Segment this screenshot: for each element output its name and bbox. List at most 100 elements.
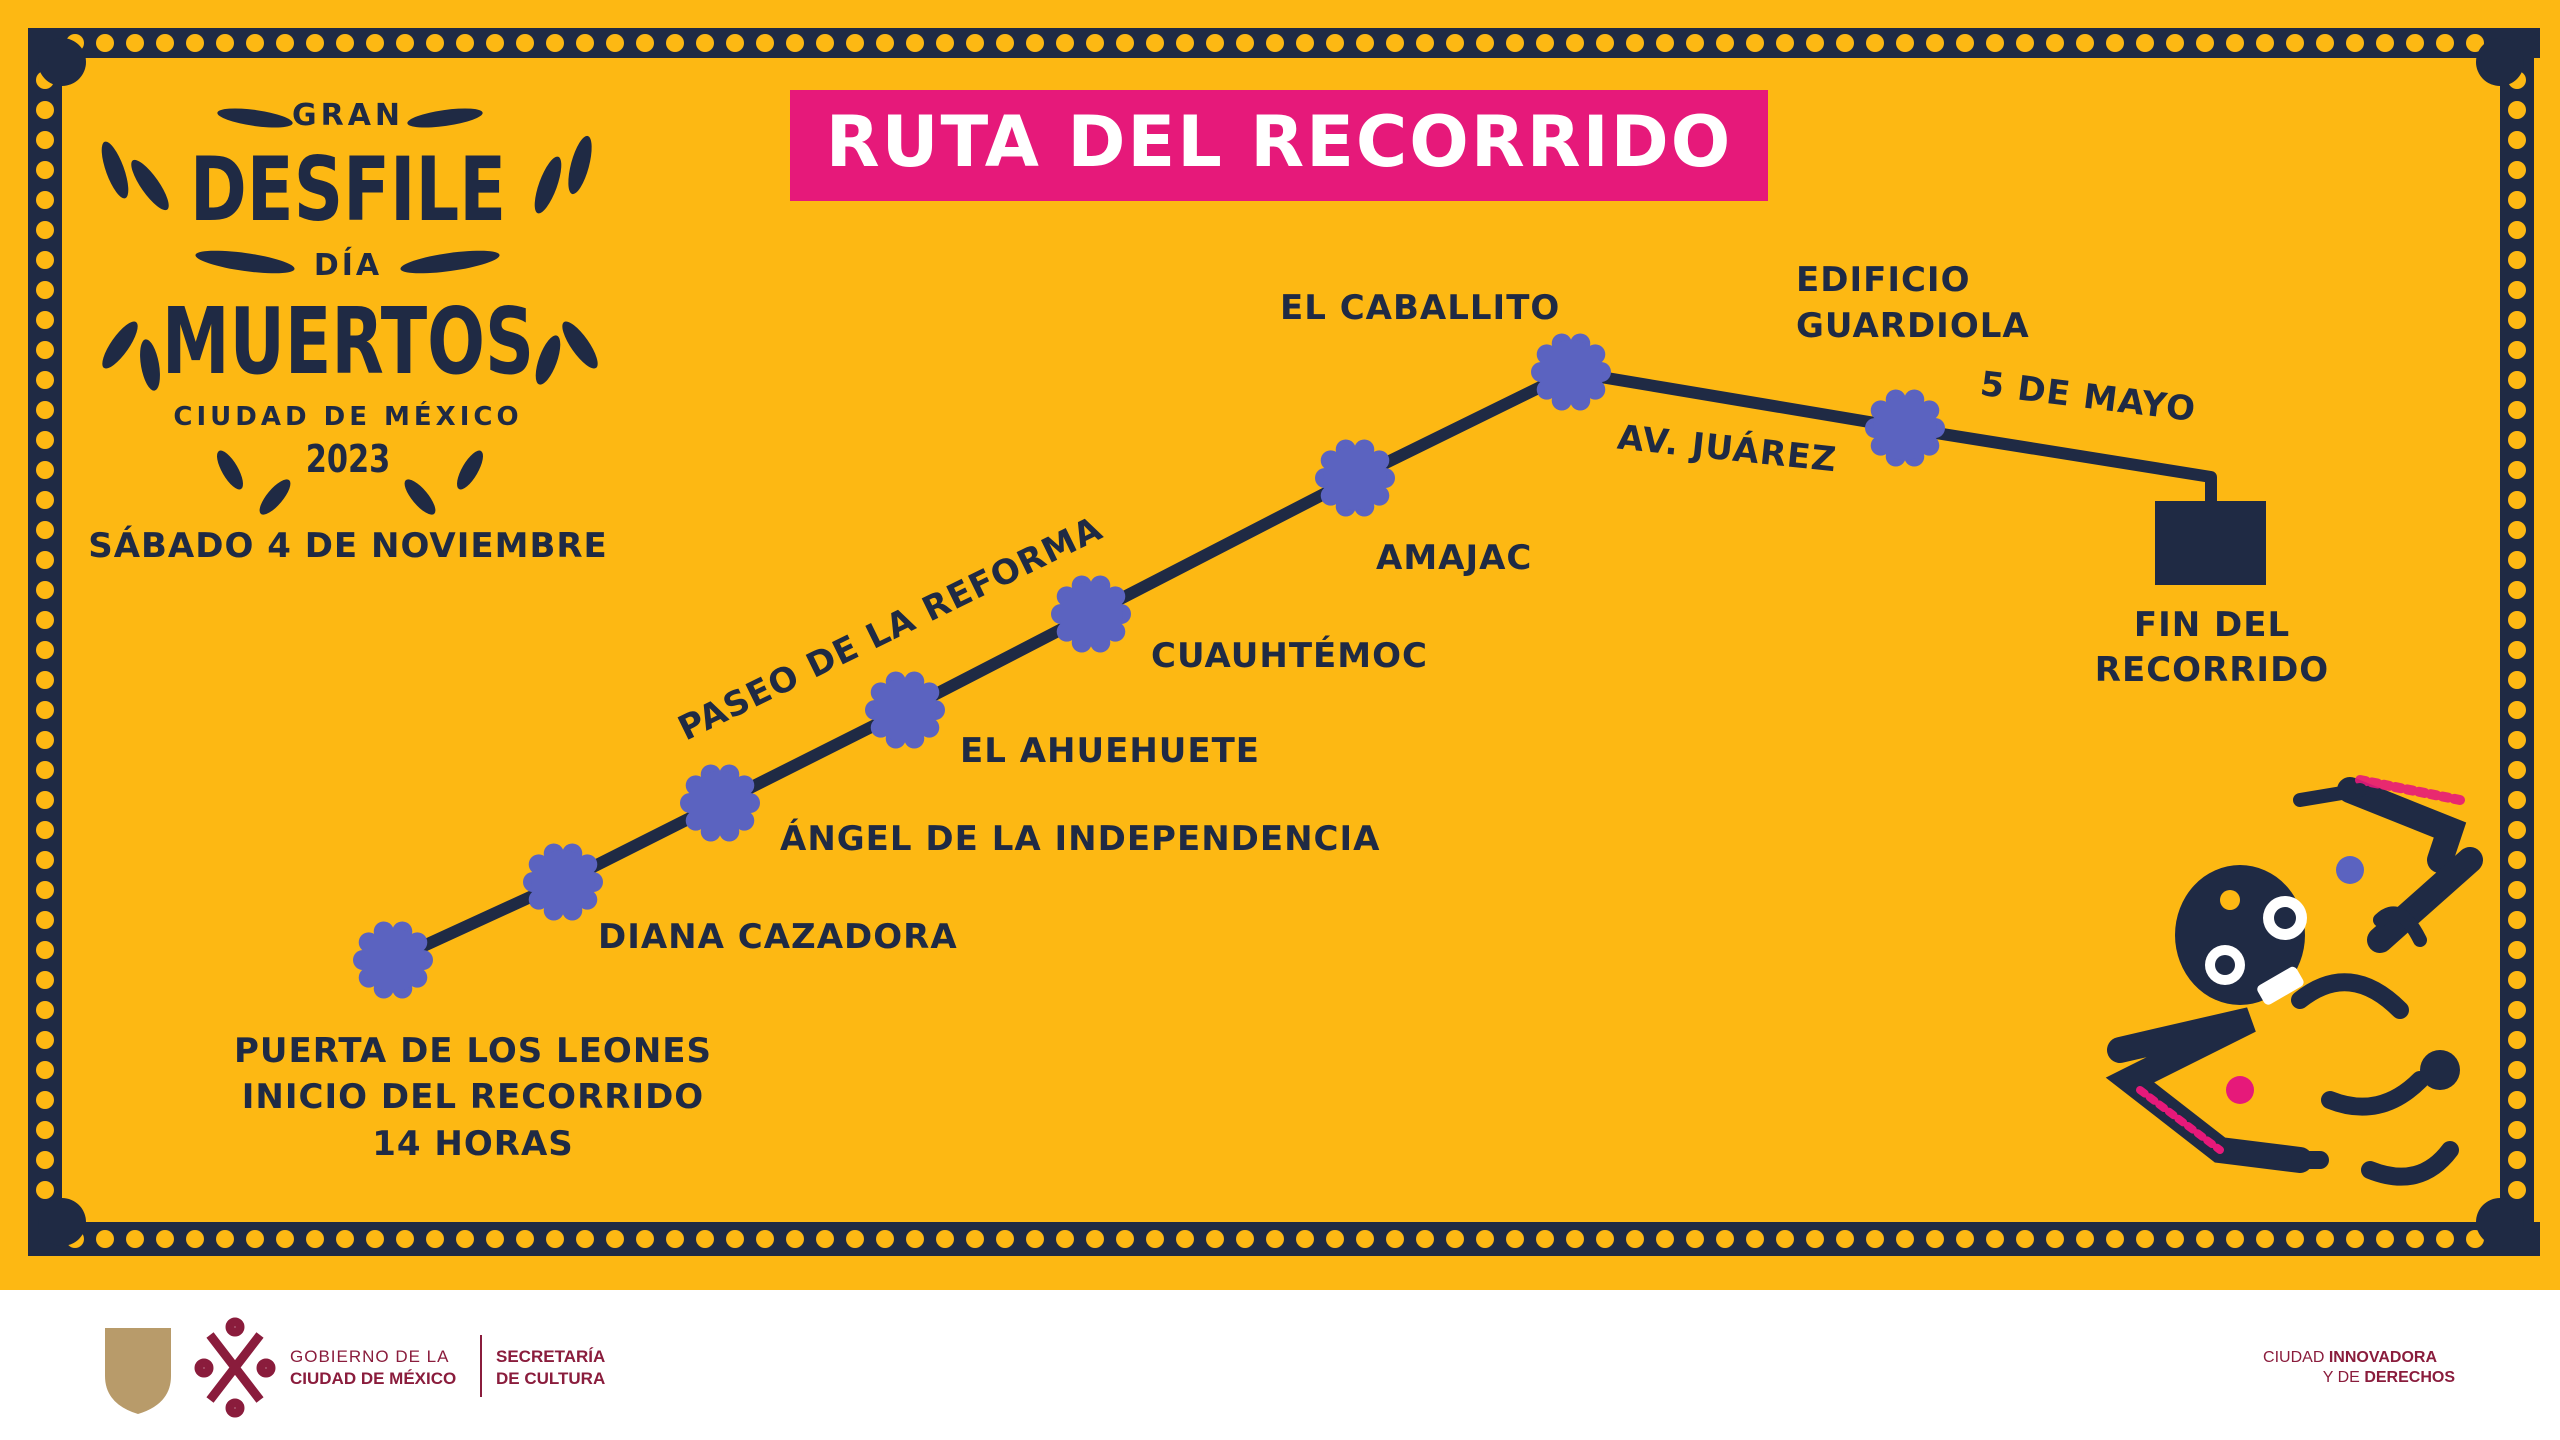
- border-hole: [1746, 34, 1764, 52]
- stop-angel: ÁNGEL DE LA INDEPENDENCIA: [780, 818, 1380, 859]
- border-hole: [2508, 821, 2526, 839]
- border-hole: [36, 311, 54, 329]
- border-hole: [2286, 34, 2304, 52]
- border-hole: [2508, 161, 2526, 179]
- border-hole: [1866, 34, 1884, 52]
- border-hole: [36, 431, 54, 449]
- border-hole: [2508, 521, 2526, 539]
- border-hole: [126, 1230, 144, 1248]
- border-hole: [696, 34, 714, 52]
- border-hole: [2508, 221, 2526, 239]
- border-hole: [2436, 1230, 2454, 1248]
- border-hole: [2508, 611, 2526, 629]
- border-hole: [2508, 851, 2526, 869]
- border-hole: [36, 341, 54, 359]
- border-hole: [1896, 1230, 1914, 1248]
- border-hole: [1236, 1230, 1254, 1248]
- border-hole: [2508, 1031, 2526, 1049]
- border-hole: [1446, 34, 1464, 52]
- border-hole: [1056, 1230, 1074, 1248]
- border-hole: [96, 1230, 114, 1248]
- border-hole: [2508, 491, 2526, 509]
- logo-muertos: MUERTOS: [162, 289, 534, 396]
- border-hole: [2376, 1230, 2394, 1248]
- border-hole: [1116, 34, 1134, 52]
- border-hole: [36, 191, 54, 209]
- border-hole: [2466, 34, 2484, 52]
- border-hole: [666, 1230, 684, 1248]
- logo-gran: GRAN: [292, 98, 404, 133]
- border-hole: [636, 34, 654, 52]
- border-hole: [2106, 1230, 2124, 1248]
- border-hole: [36, 671, 54, 689]
- border-hole: [2508, 1121, 2526, 1139]
- border-hole: [936, 1230, 954, 1248]
- border-hole: [1776, 34, 1794, 52]
- border-hole: [396, 34, 414, 52]
- border-hole: [2346, 34, 2364, 52]
- stop-guardiola-line: EDIFICIO: [1796, 260, 1970, 300]
- footer-slogan-line1: CIUDAD INNOVADORA: [2263, 1349, 2437, 1366]
- border-hole: [1026, 1230, 1044, 1248]
- border-hole: [2256, 1230, 2274, 1248]
- border-hole: [36, 1061, 54, 1079]
- border-hole: [36, 161, 54, 179]
- title-banner: [790, 90, 1768, 201]
- stop-cuauhtemoc: CUAUHTÉMOC: [1151, 635, 1428, 676]
- border-hole: [1416, 34, 1434, 52]
- border-hole: [2508, 701, 2526, 719]
- border-hole: [2166, 34, 2184, 52]
- border-hole: [2508, 401, 2526, 419]
- border-hole: [1296, 1230, 1314, 1248]
- marigold-marker-icon: [1051, 575, 1131, 653]
- route-line: [390, 366, 2217, 966]
- border-hole: [486, 1230, 504, 1248]
- border-hole: [2256, 34, 2274, 52]
- border-hole: [2196, 1230, 2214, 1248]
- skull-icon: [2175, 856, 2460, 1104]
- border-hole: [996, 34, 1014, 52]
- border-hole: [2508, 341, 2526, 359]
- border-hole: [516, 1230, 534, 1248]
- border-hole: [2508, 281, 2526, 299]
- border-hole: [1446, 1230, 1464, 1248]
- footer-gob-line2: CIUDAD DE MÉXICO: [290, 1369, 456, 1388]
- border-hole: [1086, 34, 1104, 52]
- border-hole: [2076, 34, 2094, 52]
- corner-flower-icon: [2476, 1198, 2524, 1246]
- footer-slogan-line2: Y DE DERECHOS: [2323, 1369, 2456, 1386]
- border-hole: [36, 281, 54, 299]
- border-hole: [1896, 34, 1914, 52]
- stop-guardiola-line: GUARDIOLA: [1796, 306, 2030, 346]
- border-hole: [1776, 1230, 1794, 1248]
- border-hole: [2508, 1091, 2526, 1109]
- border-hole: [36, 1031, 54, 1049]
- desfile-logo: GRAN DESFILE DÍA MUERTOS CIUDAD DE MÉXIC…: [101, 98, 598, 515]
- border-hole: [1206, 1230, 1224, 1248]
- border-hole: [1566, 1230, 1584, 1248]
- footer-sec-line2: DE CULTURA: [496, 1369, 605, 1388]
- border-hole: [1116, 1230, 1134, 1248]
- border-hole: [1326, 1230, 1344, 1248]
- border-hole: [2106, 34, 2124, 52]
- border-hole: [2508, 101, 2526, 119]
- border-hole: [2046, 1230, 2064, 1248]
- start-label-line: PUERTA DE LOS LEONES: [234, 1031, 712, 1071]
- border-hole: [306, 1230, 324, 1248]
- border-hole: [846, 34, 864, 52]
- border-hole: [1596, 34, 1614, 52]
- border-hole: [636, 1230, 654, 1248]
- border-hole: [816, 1230, 834, 1248]
- border-hole: [1566, 34, 1584, 52]
- border-hole: [666, 34, 684, 52]
- border-hole: [906, 1230, 924, 1248]
- border-hole: [1176, 1230, 1194, 1248]
- border-hole: [2316, 1230, 2334, 1248]
- border-hole: [756, 34, 774, 52]
- border-hole: [96, 34, 114, 52]
- border-hole: [36, 731, 54, 749]
- border-hole: [2508, 761, 2526, 779]
- logo-desfile: DESFILE: [190, 139, 506, 242]
- border-hole: [1596, 1230, 1614, 1248]
- border-hole: [1686, 1230, 1704, 1248]
